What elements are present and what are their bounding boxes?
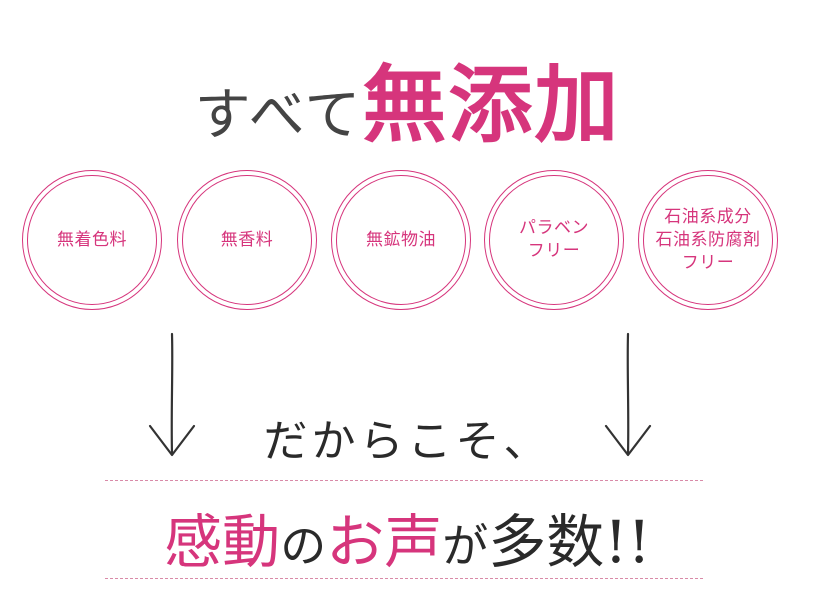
down-arrow-icon: [148, 332, 196, 457]
feature-circles: 無着色料 無香料 無鉱物油 パラベン フリー 石油系成分 石油系防腐剤 フリー: [22, 170, 794, 314]
headline-emphasis: 無添加: [362, 55, 621, 154]
feature-label: 無着色料: [57, 229, 127, 250]
subheading: だからこそ、: [263, 416, 552, 467]
dashed-divider: [105, 578, 703, 579]
closing-particle: が: [442, 519, 489, 573]
feature-label: パラベン フリー: [519, 218, 589, 261]
closing-particle: の: [280, 519, 327, 573]
feature-circle-petroleum-free: 石油系成分 石油系防腐剤 フリー: [638, 170, 778, 310]
feature-label: 石油系成分 石油系防腐剤 フリー: [655, 206, 761, 273]
down-arrow-icon: [604, 332, 652, 457]
closing-line: 感動のお声が多数!!: [0, 495, 815, 579]
feature-label: 無鉱物油: [366, 229, 436, 250]
closing-emphasis: 感動: [164, 508, 281, 576]
closing-emphasis: お声: [326, 508, 443, 576]
main-headline: すべて無添加: [0, 38, 815, 154]
closing-ending: 多数!!: [488, 508, 651, 576]
dashed-divider: [105, 480, 703, 481]
feature-circle-paraben-free: パラベン フリー: [484, 170, 624, 310]
feature-circle-no-colorant: 無着色料: [22, 170, 162, 310]
feature-label: 無香料: [220, 229, 274, 250]
feature-circle-no-mineral-oil: 無鉱物油: [331, 170, 471, 310]
feature-circle-no-fragrance: 無香料: [177, 170, 317, 310]
headline-prefix: すべて: [194, 83, 363, 148]
